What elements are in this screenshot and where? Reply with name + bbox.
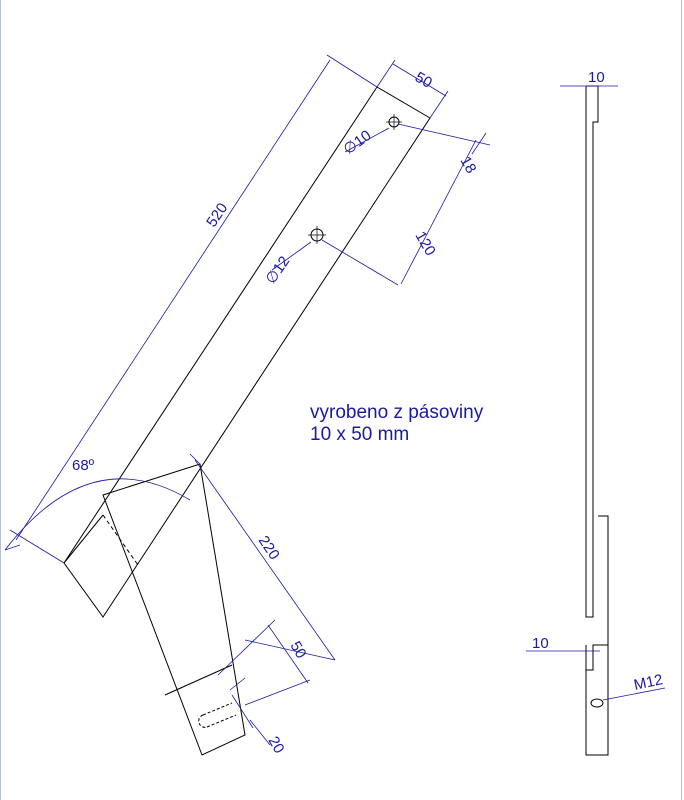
dim-side-10-bottom: 10	[532, 635, 549, 652]
side-dimensions	[526, 85, 666, 701]
dim-120: 120	[412, 229, 439, 259]
dim-angle: 68º	[72, 457, 95, 474]
dim-220: 220	[255, 533, 283, 563]
dim-18: 18	[457, 154, 480, 177]
dim-slot-20: 20	[265, 734, 288, 757]
bend-line-hidden	[102, 514, 139, 566]
dimension-lines	[4, 54, 491, 746]
dim-520: 520	[203, 200, 231, 230]
material-note-line1: vyrobeno z pásoviny	[310, 402, 484, 423]
slot-end-line	[164, 664, 233, 696]
dim-side-10-top: 10	[588, 69, 605, 86]
thread-hole	[590, 698, 604, 708]
dim-slot-50: 50	[287, 639, 310, 662]
dim-hole-small: ∅10	[340, 127, 374, 158]
bend-line-upper	[63, 514, 104, 564]
dim-width-50: 50	[412, 69, 435, 92]
side-view	[585, 85, 609, 756]
dim-thread: M12	[632, 671, 664, 694]
lower-arm-outline	[102, 463, 246, 756]
holes	[308, 114, 402, 244]
material-note-line2: 10 x 50 mm	[310, 424, 409, 445]
hidden-slot	[198, 702, 237, 728]
upper-arm-outline	[63, 86, 431, 618]
side-dimension-texts: 10 10 M12	[532, 69, 664, 694]
part-outline	[63, 86, 431, 756]
